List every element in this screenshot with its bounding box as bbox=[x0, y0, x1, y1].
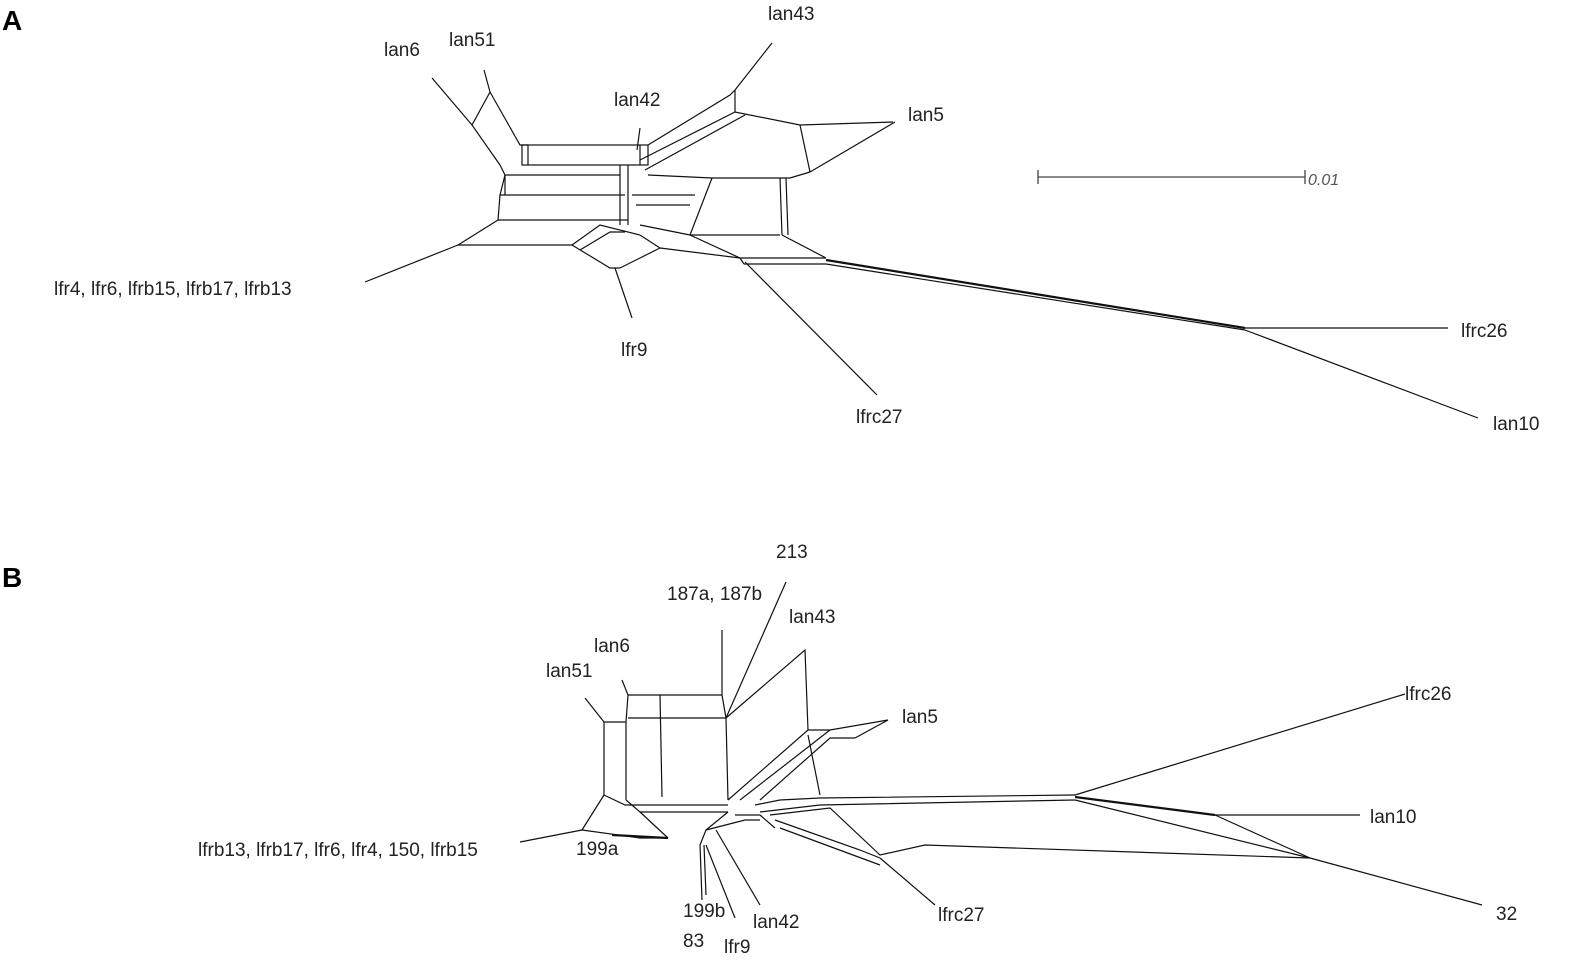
taxon-label: lan5 bbox=[908, 105, 944, 126]
taxon-label: lfrc26 bbox=[1405, 684, 1451, 705]
taxon-label: 83 bbox=[683, 931, 704, 952]
taxon-label: lfrc27 bbox=[856, 407, 902, 428]
taxon-label: lan5 bbox=[902, 707, 938, 728]
taxon-label: lfrc27 bbox=[938, 905, 984, 926]
taxon-label: 213 bbox=[776, 542, 808, 563]
taxon-label: lan10 bbox=[1493, 414, 1540, 435]
panel-a-labels: lan43 lan6 lan51 lan42 lan5 lfr4, lfr6, … bbox=[54, 4, 1540, 435]
taxon-label: lfrb13, lfrb17, lfr6, lfr4, 150, lfrb15 bbox=[198, 840, 478, 861]
taxon-label: 199a bbox=[576, 839, 619, 860]
taxon-label: lan51 bbox=[546, 661, 593, 682]
panel-a: A bbox=[2, 4, 1540, 435]
taxon-label: lfr9 bbox=[724, 937, 750, 958]
taxon-label: lan10 bbox=[1370, 807, 1417, 828]
taxon-label: lfrc26 bbox=[1461, 321, 1507, 342]
panel-a-letter: A bbox=[2, 5, 22, 36]
taxon-label: 187a, 187b bbox=[667, 584, 762, 605]
scale-bar: 0.01 bbox=[1037, 170, 1339, 189]
taxon-label: lan42 bbox=[753, 912, 800, 933]
taxon-label: lan6 bbox=[384, 40, 420, 61]
panel-b-letter: B bbox=[2, 562, 22, 593]
taxon-label: 32 bbox=[1496, 904, 1517, 925]
taxon-label: 199b bbox=[683, 901, 725, 922]
taxon-label: lan43 bbox=[789, 607, 836, 628]
panel-b-network-edges bbox=[519, 581, 1483, 919]
taxon-label: lan43 bbox=[768, 4, 815, 25]
scale-bar-label: 0.01 bbox=[1308, 172, 1339, 189]
taxon-label: lan6 bbox=[594, 636, 630, 657]
panel-b-labels: 213 187a, 187b lan43 lan6 lan51 lan5 lfr… bbox=[198, 542, 1517, 958]
taxon-label: lfr4, lfr6, lfrb15, lfrb17, lfrb13 bbox=[54, 279, 292, 300]
panel-a-network-edges bbox=[364, 42, 1479, 419]
taxon-label: lfr9 bbox=[621, 340, 647, 361]
taxon-label: lan51 bbox=[449, 30, 496, 51]
panel-b: B bbox=[2, 542, 1517, 958]
taxon-label: lan42 bbox=[614, 90, 661, 111]
